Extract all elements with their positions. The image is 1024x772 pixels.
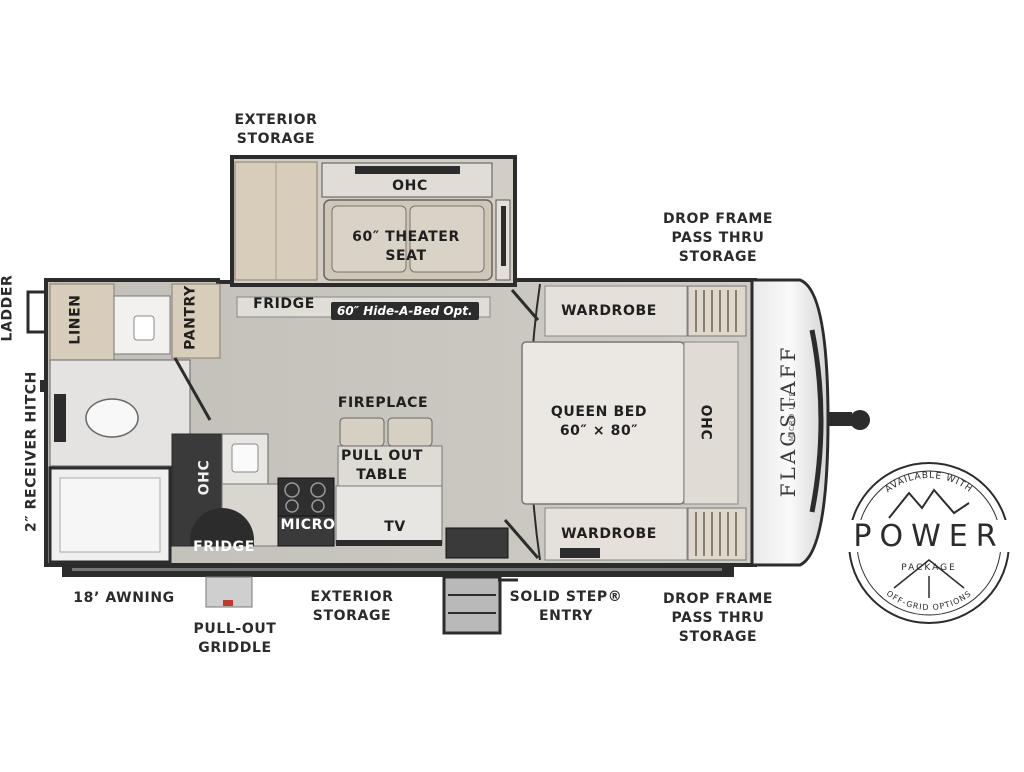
label-line: SOLID STEP® [509, 589, 623, 605]
label-line: STORAGE [678, 629, 758, 645]
receiver-hitch-label: 2″ RECEIVER HITCH [23, 371, 40, 532]
badge-sub: PACKAGE [901, 563, 957, 573]
ohc-top-label: OHC [392, 178, 428, 194]
ladder-shape [26, 290, 48, 334]
label-line: PULL-OUT [193, 621, 277, 637]
drop-frame-top-label: DROP FRAME PASS THRU STORAGE [648, 210, 788, 267]
dinette-table [337, 445, 443, 487]
fridge-bottom-label: FRIDGE [193, 539, 255, 555]
power-package-badge: AVAILABLE WITH POWER PACKAGE OFF-GRID OP… [842, 462, 1016, 624]
svg-text:AVAILABLE WITH: AVAILABLE WITH [884, 471, 975, 495]
solid-step-label: SOLID STEP® ENTRY [506, 588, 626, 626]
label-line: SEAT [385, 248, 427, 264]
wardrobe-top-shape [544, 285, 688, 337]
tv-cabinet [335, 485, 443, 545]
fireplace-label: FIREPLACE [337, 395, 429, 411]
label-line: EXTERIOR [234, 112, 318, 128]
label-line: STORAGE [312, 608, 392, 624]
ohc-bed-label: OHC [697, 404, 714, 441]
exterior-storage-bottom-label: EXTERIOR STORAGE [302, 588, 402, 626]
label-line: TABLE [356, 467, 408, 483]
linen-cabinet [49, 283, 115, 361]
theater-seat-label: 60″ THEATER SEAT [336, 228, 476, 266]
entry-steps [442, 575, 502, 635]
tv-label: TV [384, 519, 406, 535]
toilet [85, 398, 139, 438]
label-line: 60″ THEATER [352, 229, 460, 245]
label-line: ENTRY [539, 608, 593, 624]
micro-label: MICRO [280, 517, 336, 533]
badge-top-text: AVAILABLE WITH [884, 471, 974, 495]
awning-label: 18’ AWNING [73, 590, 175, 606]
label-line: PASS THRU [671, 230, 765, 246]
label-line: STORAGE [678, 249, 758, 265]
hide-a-bed-tag: 60″ Hide-A-Bed Opt. [331, 302, 479, 320]
fridge-top-label: FRIDGE [253, 296, 315, 312]
queen-bed-label: QUEEN BED 60″ × 80″ [534, 403, 664, 441]
label-line: PASS THRU [671, 610, 765, 626]
badge-word: POWER [853, 519, 1004, 554]
drop-frame-bottom-label: DROP FRAME PASS THRU STORAGE [648, 590, 788, 647]
label-line: EXTERIOR [310, 589, 394, 605]
wardrobe-top-label: WARDROBE [561, 303, 657, 319]
stove [277, 477, 335, 517]
pull-out-table-label: PULL OUT TABLE [334, 447, 430, 485]
label-line: STORAGE [236, 131, 316, 147]
pull-out-griddle-label: PULL-OUT GRIDDLE [180, 620, 290, 658]
ohc-kitchen-label: OHC [196, 459, 213, 496]
fridge-bottom-shape [190, 508, 254, 546]
linen-label: LINEN [67, 294, 84, 345]
microwave [277, 515, 335, 547]
pantry-cabinet [171, 283, 221, 359]
label-line: PULL OUT [341, 448, 423, 464]
label-line: DROP FRAME [662, 591, 774, 607]
entry-step-box [445, 527, 509, 559]
label-line: 60″ × 80″ [559, 423, 639, 439]
ladder-label: LADDER [0, 274, 16, 342]
wardrobe-bottom-label: WARDROBE [561, 526, 657, 542]
label-line: QUEEN BED [550, 404, 648, 420]
label-line: GRIDDLE [198, 640, 272, 656]
exterior-storage-top-label: EXTERIOR STORAGE [226, 111, 326, 149]
pantry-label: PANTRY [182, 285, 199, 350]
label-line: DROP FRAME [662, 211, 774, 227]
brand-sub: MICRO LITE [788, 390, 796, 442]
